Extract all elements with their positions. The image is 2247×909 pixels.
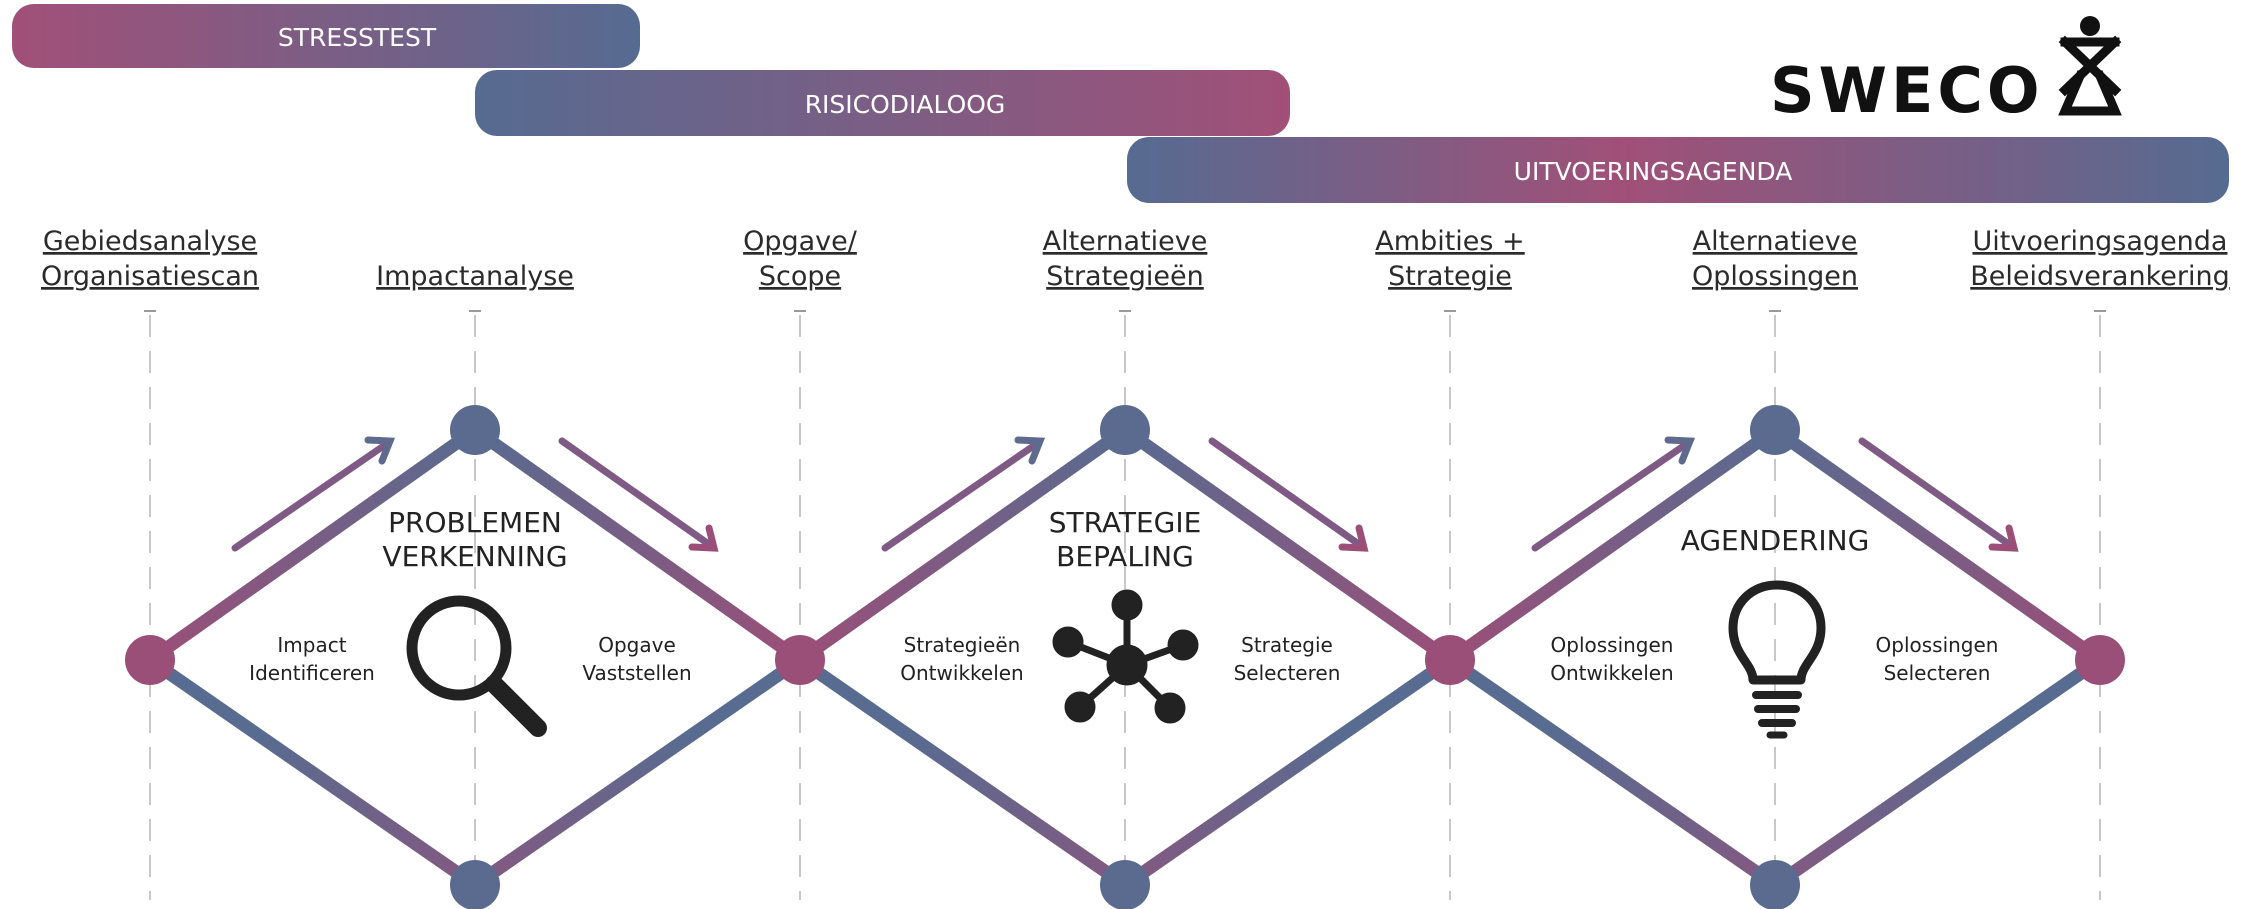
- node-bottom-3: [1750, 860, 1800, 909]
- stresstest-label: STRESSTEST: [278, 23, 437, 52]
- lightbulb-icon: [1728, 580, 1826, 739]
- phase-2-right-line2: Selecteren: [1234, 661, 1341, 685]
- arrow-down-1-icon: [558, 437, 719, 552]
- milestone-4-line1: Alternatieve: [1043, 226, 1208, 257]
- sweco-figure-icon: [2058, 16, 2122, 116]
- milestone-4-line2: Strategieën: [1046, 261, 1204, 292]
- phase-2-left-line2: Ontwikkelen: [900, 661, 1023, 685]
- phase-1-right-line2: Vaststellen: [582, 661, 691, 685]
- direction-arrows: [231, 436, 2019, 552]
- milestone-labels: Gebiedsanalyse Organisatiescan Impactana…: [41, 226, 2230, 292]
- phase-3-title-line1: AGENDERING: [1681, 524, 1870, 557]
- phase-1-right-line1: Opgave: [598, 633, 676, 657]
- arrow-down-2-icon: [1208, 437, 1369, 552]
- node-mid-2: [1425, 635, 1475, 685]
- node-bottom-1: [450, 860, 500, 909]
- node-top-3: [1750, 405, 1800, 455]
- node-right: [2075, 635, 2125, 685]
- milestone-6-line1: Alternatieve: [1693, 226, 1858, 257]
- node-top-2: [1100, 405, 1150, 455]
- milestone-7-line1: Uitvoeringsagenda: [1973, 226, 2228, 257]
- node-mid-1: [775, 635, 825, 685]
- node-left-1: [125, 635, 175, 685]
- milestone-7-line2: Beleidsverankering: [1970, 261, 2229, 292]
- sweco-logo-text: SWECO: [1770, 54, 2044, 127]
- phase-2-title-line2: BEPALING: [1056, 540, 1194, 573]
- phase-2-title-line1: STRATEGIE: [1049, 506, 1202, 539]
- phase-3-left-line2: Ontwikkelen: [1550, 661, 1673, 685]
- node-bottom-2: [1100, 860, 1150, 909]
- milestone-3-line1: Opgave/: [743, 226, 858, 257]
- arrow-down-3-icon: [1858, 437, 2019, 552]
- arrow-up-3-icon: [1531, 436, 1696, 552]
- phase-problemen-verkenning: PROBLEMEN VERKENNING Impact Identificere…: [249, 506, 692, 737]
- phase-3-right-line1: Oplossingen: [1876, 633, 1999, 657]
- diagram-nodes: [125, 405, 2125, 909]
- phase-3-left-line1: Oplossingen: [1551, 633, 1674, 657]
- diamond-strokes: [143, 423, 2107, 892]
- phase-1-left-line2: Identificeren: [249, 661, 375, 685]
- risicodialoog-bar: RISICODIALOOG: [475, 70, 1290, 136]
- magnifier-icon: [406, 595, 547, 737]
- milestone-2-line2: Impactanalyse: [376, 261, 574, 292]
- risicodialoog-label: RISICODIALOOG: [805, 90, 1006, 119]
- sweco-logo: SWECO: [1770, 16, 2122, 127]
- milestone-5-line1: Ambities +: [1375, 226, 1524, 257]
- milestone-3-line2: Scope: [759, 261, 841, 292]
- phase-3-right-line2: Selecteren: [1884, 661, 1991, 685]
- phase-agendering: AGENDERING Oplossingen Ontwikkelen Oplos…: [1550, 524, 1999, 739]
- phase-strategie-bepaling: STRATEGIE BEPALING Strategieën Ontwikkel…: [900, 506, 1341, 724]
- stresstest-bar: STRESSTEST: [12, 4, 640, 68]
- phase-1-title-line2: VERKENNING: [382, 540, 567, 573]
- uitvoeringsagenda-bar: UITVOERINGSAGENDA: [1127, 137, 2229, 203]
- phase-1-left-line1: Impact: [277, 633, 346, 657]
- milestone-1-line1: Gebiedsanalyse: [43, 226, 257, 257]
- uitvoeringsagenda-label: UITVOERINGSAGENDA: [1514, 157, 1793, 186]
- phase-2-left-line1: Strategieën: [904, 633, 1021, 657]
- node-top-1: [450, 405, 500, 455]
- network-icon: [1052, 589, 1199, 724]
- milestone-6-line2: Oplossingen: [1692, 261, 1858, 292]
- phase-1-title-line1: PROBLEMEN: [388, 506, 562, 539]
- milestone-5-line2: Strategie: [1388, 261, 1512, 292]
- phase-2-right-line1: Strategie: [1241, 633, 1333, 657]
- arrow-up-2-icon: [881, 436, 1046, 552]
- milestone-1-line2: Organisatiescan: [41, 261, 259, 292]
- arrow-up-1-icon: [231, 436, 396, 552]
